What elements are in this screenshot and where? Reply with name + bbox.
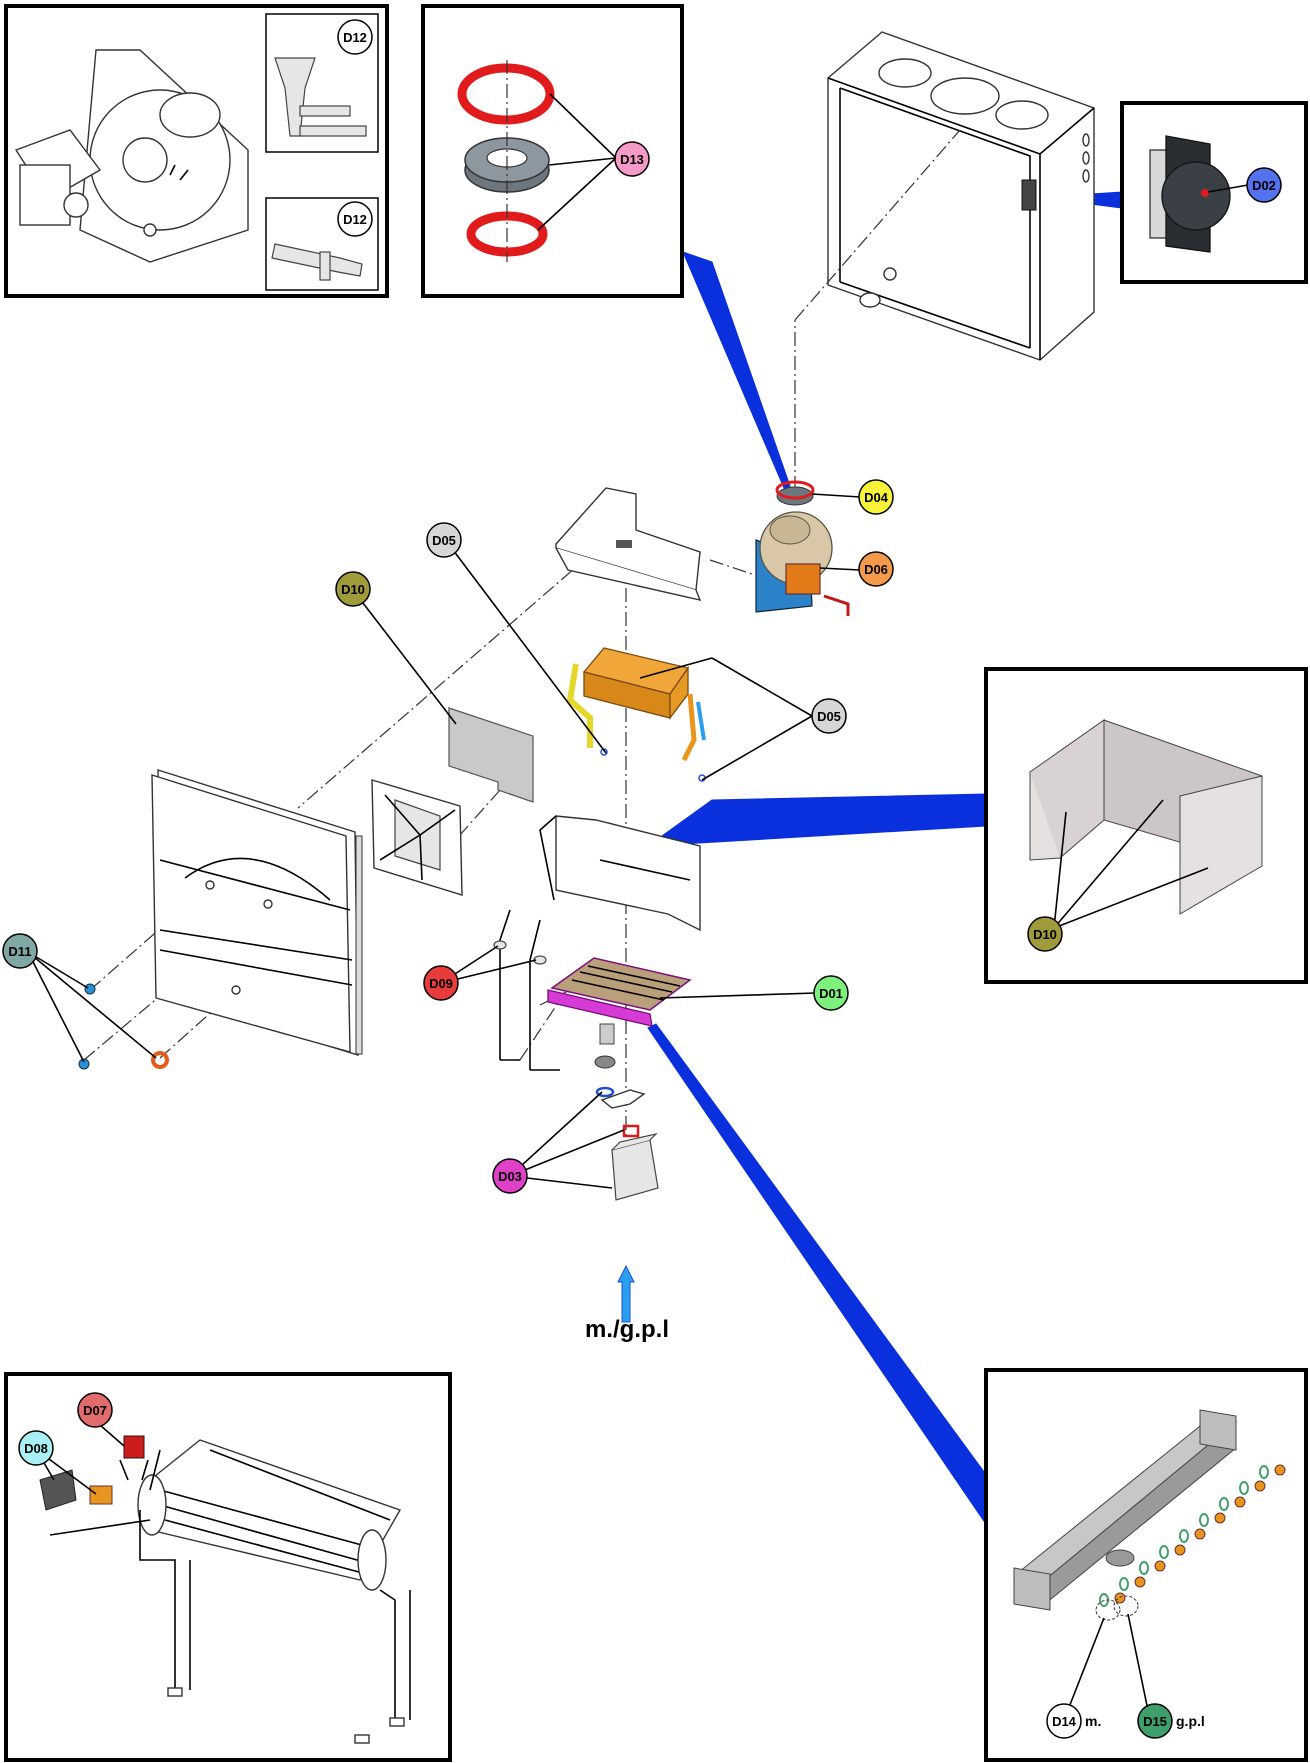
callout-label-d02: D02 [1252, 178, 1276, 193]
gas-inlet: m./g.p.l [585, 1264, 669, 1343]
inset-d14-d15 [984, 1368, 1308, 1762]
callout-label-d05-top: D05 [432, 533, 456, 548]
callout-label-d12-bottom: D12 [343, 212, 367, 227]
callout-wedges [158, 63, 1123, 1532]
callout-label-d15: D15 [1143, 1714, 1167, 1729]
pressure-switch [1149, 135, 1249, 253]
wedge-d10 [646, 793, 987, 847]
callout-label-d09: D09 [429, 976, 453, 991]
gas-valve-assembly [594, 1055, 659, 1201]
callout-suffix-d15: g.p.l [1176, 1713, 1205, 1729]
callout-d07: D07 [77, 1392, 113, 1428]
callout-d13: D13 [614, 141, 650, 177]
injector-d12-top [274, 57, 367, 137]
callout-d11: D11 [2, 933, 38, 969]
callout-suffix-d14: m. [1085, 1713, 1101, 1729]
injector-d12-bottom [271, 243, 363, 281]
insulation-panel [448, 707, 534, 803]
fan-venturi-sketch [14, 49, 249, 263]
boiler-case [827, 31, 1095, 361]
callout-label-d07: D07 [83, 1403, 107, 1418]
inset-d07-d08 [4, 1372, 452, 1762]
callout-label-d01: D01 [819, 986, 843, 1001]
gas-manifold [1012, 1409, 1238, 1611]
callout-label-d13: D13 [620, 152, 644, 167]
ring-d04 [775, 480, 861, 506]
callout-label-d08: D08 [24, 1441, 48, 1456]
cover-screws [78, 983, 169, 1070]
wedge-d13 [682, 251, 791, 489]
leader-lines [27, 537, 817, 1189]
callout-label-d05-right: D05 [817, 709, 841, 724]
callout-d12-top: D12 [337, 19, 373, 55]
chamber-back-plate [371, 779, 463, 896]
fan-assembly [755, 511, 861, 616]
callout-label-d03: D03 [498, 1169, 522, 1184]
heat-exchanger [566, 647, 706, 782]
callout-d03: D03 [492, 1158, 528, 1194]
callout-d01: D01 [813, 975, 849, 1011]
gas-inlet-arrow [617, 1264, 635, 1323]
nozzles [1095, 1464, 1286, 1621]
callout-d02: D02 [1246, 167, 1282, 203]
front-cover [151, 769, 363, 1056]
callout-d05-top: D05 [426, 522, 462, 558]
callout-d14: D14 m. [1046, 1703, 1101, 1739]
callout-d06: D06 [858, 551, 894, 587]
callout-d04: D04 [858, 479, 894, 515]
callout-label-d14: D14 [1052, 1714, 1077, 1729]
callout-label-d04: D04 [864, 490, 889, 505]
heat-exchanger-sketch [137, 1439, 411, 1744]
callout-d12-bottom: D12 [337, 201, 373, 237]
callout-d10-main: D10 [335, 571, 371, 607]
callout-label-d11: D11 [8, 944, 31, 959]
callout-d15: D15 g.p.l [1137, 1703, 1205, 1739]
ntc-sensor [39, 1469, 113, 1511]
callout-label-d10-main: D10 [341, 582, 365, 597]
callout-d05-right: D05 [811, 698, 847, 734]
limit-thermostat [119, 1435, 149, 1481]
ignition-electrodes [493, 909, 560, 1071]
burner [547, 957, 692, 1045]
leaders-d13 [537, 93, 617, 231]
callout-d10-inset: D10 [1027, 916, 1063, 952]
callout-label-d06: D06 [864, 562, 888, 577]
inset-d12 [4, 4, 389, 298]
callout-d09: D09 [423, 965, 459, 1001]
inset-d10 [984, 667, 1308, 984]
callout-d08: D08 [18, 1430, 54, 1466]
chamber-frame [539, 815, 701, 932]
callout-label-d12-top: D12 [343, 30, 367, 45]
fan-bracket [555, 487, 702, 601]
gas-type-label: m./g.p.l [585, 1316, 669, 1343]
wedge-d01 [647, 1023, 991, 1532]
callout-label-d10-inset: D10 [1033, 927, 1057, 942]
